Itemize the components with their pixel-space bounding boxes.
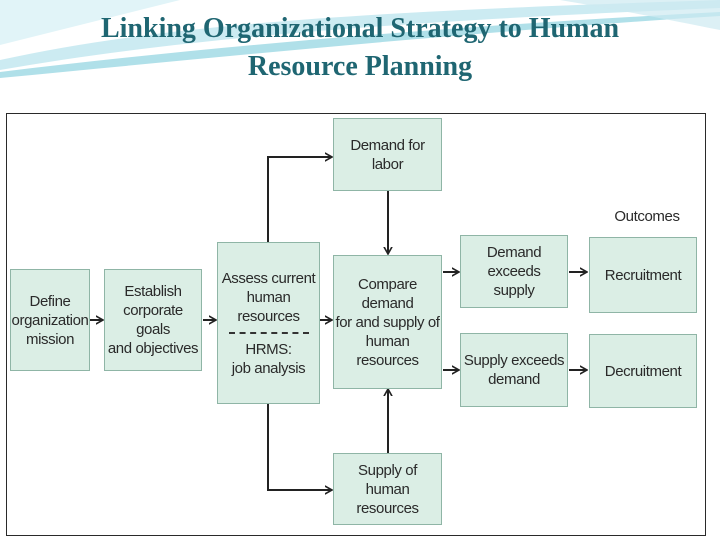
node-demand-exceeds-supply: Demand exceeds supply (460, 235, 568, 308)
node-supply-exceeds-label: Supply exceeds demand (463, 352, 565, 388)
slide-title: Linking Organizational Strategy to Human… (0, 10, 720, 86)
node-assess-top-label: Assess current human resources (221, 269, 316, 325)
node-compare-label: Compare demand for and supply of human r… (335, 275, 440, 369)
node-assess-resources: Assess current human resources HRMS: job… (217, 242, 320, 404)
node-define-mission-label: Define organization mission (11, 292, 89, 348)
node-demand-for-labor: Demand for labor (333, 118, 442, 191)
node-supply-label: Supply of human resources (356, 461, 419, 517)
node-demand-for-labor-label: Demand for labor (350, 136, 425, 173)
slide-title-line-2: Resource Planning (247, 51, 473, 82)
node-demand-exceeds-label: Demand exceeds supply (486, 244, 542, 299)
node-compare-demand-supply: Compare demand for and supply of human r… (333, 255, 442, 389)
node-assess-divider (228, 331, 309, 334)
node-define-mission: Define organization mission (10, 269, 90, 371)
node-supply-exceeds-demand: Supply exceeds demand (460, 333, 568, 407)
outcomes-heading: Outcomes (614, 208, 680, 225)
slide-title-line-1: Linking Organizational Strategy to Human (100, 13, 620, 44)
node-recruitment: Recruitment (589, 237, 697, 313)
node-supply-of-resources: Supply of human resources (333, 453, 442, 525)
node-establish-goals: Establish corporate goals and objectives (104, 269, 202, 371)
node-decruitment-label: Decruitment (604, 362, 682, 380)
node-assess-bottom-label: HRMS: job analysis (231, 340, 306, 377)
node-decruitment: Decruitment (589, 334, 697, 408)
node-establish-goals-label: Establish corporate goals and objectives (107, 283, 199, 357)
node-recruitment-label: Recruitment (604, 266, 682, 284)
header-decoration (0, 0, 720, 78)
